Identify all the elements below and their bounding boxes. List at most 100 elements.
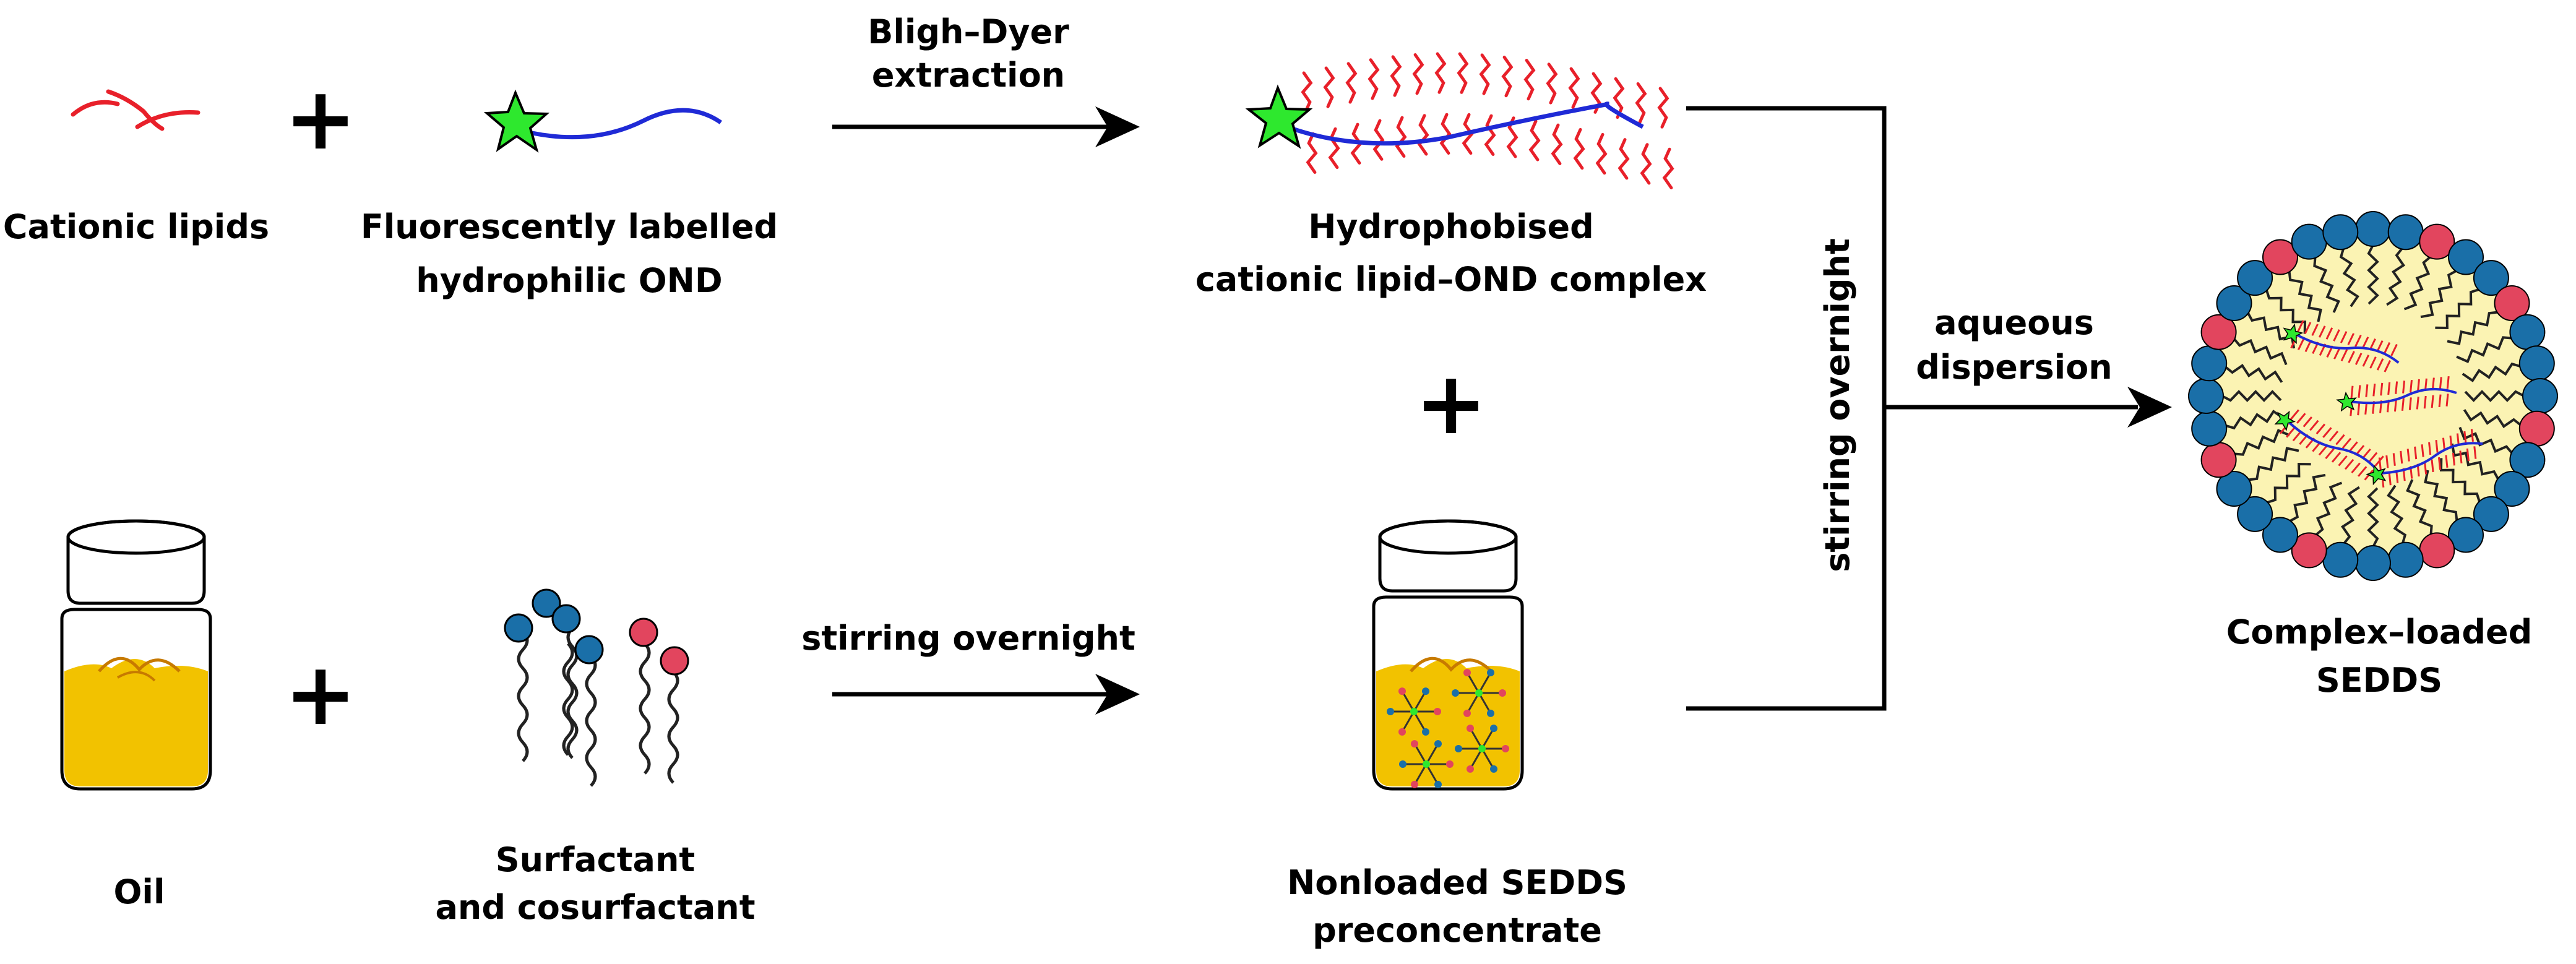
complex-loaded-sedds-droplet-icon [2188,211,2558,581]
encapsulated-star-icon [2366,464,2387,486]
cationic-lipids-label: Cationic lipids [3,207,269,246]
droplet-tail [2424,470,2458,522]
encapsulated-complex [2283,320,2400,372]
extraction-arrow-icon [832,106,1140,147]
droplet-surfactant-head [2216,471,2252,507]
micelle-head [1463,669,1471,677]
droplet-tail [2313,256,2340,313]
droplet-surfactant-head [2473,260,2509,296]
lipid-tail [1395,116,1407,158]
droplet-tail [2221,390,2282,402]
micelle-head [1487,709,1494,717]
droplet-tail [2339,247,2359,308]
droplet-tail [2420,269,2458,319]
droplet-cosurfactant-head [2518,410,2555,447]
droplet-cosurfactant-head [2200,314,2237,350]
droplet-tail [2406,479,2433,536]
cationic-lipids-icon [71,89,200,131]
lipid-tail [1657,87,1669,129]
droplet-tail [2247,447,2299,481]
result-label-line2: SEDDS [2316,661,2442,700]
lipid-tail [1479,53,1491,95]
droplet-tail [2386,247,2406,306]
droplet-tail [2367,487,2379,548]
droplet-cosurfactant-head [2419,532,2455,569]
droplet-surfactant-head [2509,314,2546,350]
droplet-surfactant-head [2448,517,2484,553]
droplet-surfactant-head [2191,345,2228,382]
droplet-surfactant-head [2494,471,2530,507]
droplet-surfactant-head [2522,378,2558,414]
micelle-head [1411,740,1418,748]
droplet-tail [2225,410,2285,430]
plus-sign-middle: + [1415,353,1487,454]
droplet-tail [2464,390,2525,402]
cosurfactant-head [660,646,689,676]
surfactant-label-line1: Surfactant [496,840,695,879]
surfactant-head [574,635,604,665]
micelle-head [1467,765,1474,773]
droplet-tail [2403,256,2432,311]
lipid-tail [1412,53,1424,95]
lipid-tail [1390,55,1402,97]
complex-label-line2: cationic lipid–OND complex [1195,260,1707,299]
droplet-tail [2387,484,2407,544]
oil-label: Oil [114,872,165,911]
encapsulated-star-icon [2283,323,2304,345]
droplet-surfactant-head [2387,214,2424,251]
micelle-head [1434,708,1441,715]
lipid-tail [1595,132,1608,175]
lipid-tail [1439,113,1452,155]
droplet-surfactant-head [2509,442,2546,478]
micelle-core [1410,708,1418,715]
encapsulated-complex [2336,376,2457,416]
stirring-arrow-icon [832,674,1140,715]
micelle-head [1398,687,1406,695]
complex-label-line1: Hydrophobised [1308,207,1594,246]
dispersion-label-line1: aqueous [1934,303,2094,342]
droplet-tail [2435,288,2481,330]
droplet-tail [2450,443,2500,481]
surfactant-head [551,604,581,634]
droplet-surfactant-head [2448,239,2484,275]
fluorophore-star-icon [483,89,550,153]
droplet-tail [2288,473,2326,523]
micelle-head [1455,745,1462,752]
lipid-tail [1306,132,1318,174]
stirring-label-bottom: stirring overnight [801,619,1135,658]
lipid-tail [1484,114,1496,156]
hydrophobised-complex-icon [1245,52,1674,189]
preconcentrate-vial-icon [1372,519,1524,791]
droplet-surfactant-head [2322,214,2359,251]
micelle-head [1387,708,1394,715]
dispersion-arrowhead-icon [2127,387,2172,428]
droplet-tail [2224,363,2283,383]
droplet-tail [2233,337,2288,366]
droplet-tail [2463,409,2522,429]
surfactant-molecules-icon [504,588,689,787]
extraction-label-line2: extraction [872,56,1065,95]
lipid-tail [1635,82,1647,124]
micelle-head [1502,745,1509,752]
surfactant-head [504,613,533,643]
micelle-head [1467,725,1474,733]
plus-sign-top: + [284,69,356,170]
droplet-tail [2456,336,2513,363]
droplet-surfactant-head [2355,545,2391,581]
lipid-tail [1417,114,1429,156]
micelle-head [1434,740,1442,748]
lipid-tail [1434,52,1447,94]
lipid-tail [1551,123,1563,165]
micelle-head [1446,760,1454,768]
droplet-cosurfactant-head [2291,532,2327,569]
droplet-surfactant-head [2237,496,2273,532]
micelle-core [1423,760,1430,768]
droplet-surfactant-head [2355,211,2391,247]
micelle-head [1490,765,1497,773]
surfactant-head [532,588,561,618]
encapsulated-complex [2366,429,2483,488]
droplet-tail [2367,244,2379,305]
surfactant-label-line2: and cosurfactant [435,888,755,927]
micelle-head [1463,709,1471,717]
